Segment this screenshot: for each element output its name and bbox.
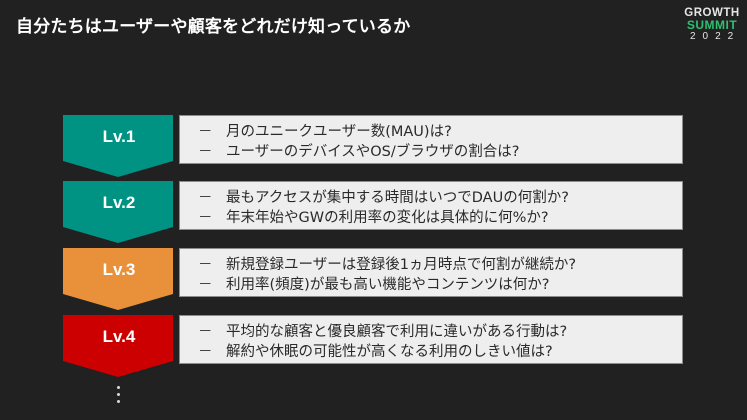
logo-line-year: 2022 [690,31,741,42]
question-text: ユーザーのデバイスやOS/ブラウザの割合は? [226,143,520,160]
level-3-label: Lv.3 [102,260,136,279]
question-item: － 月のユニークユーザー数(MAU)は? [198,120,682,140]
level-1-row: Lv.1 － 月のユニークユーザー数(MAU)は? － ユーザーのデバイスやOS… [63,115,685,179]
dash-bullet: － [198,143,213,160]
level-1-questions: － 月のユニークユーザー数(MAU)は? － ユーザーのデバイスやOS/ブラウザ… [179,115,683,164]
question-text: 解約や休眠の可能性が高くなる利用のしきい値は? [226,343,553,360]
level-1-chevron: Lv.1 [63,115,175,177]
question-text: 新規登録ユーザーは登録後1ヵ月時点で何割が継続か? [226,256,577,273]
question-item: － 最もアクセスが集中する時間はいつでDAUの何割か? [198,186,682,206]
dash-bullet: － [198,209,213,226]
question-item: － 解約や休眠の可能性が高くなる利用のしきい値は? [198,340,682,360]
chevron-arrow-icon [63,248,173,310]
chevron-arrow-icon [63,115,173,177]
dash-bullet: － [198,323,213,340]
level-2-label: Lv.2 [102,193,136,212]
chevron-arrow-icon [63,315,173,377]
chevron-arrow-icon [63,181,173,243]
question-text: 月のユニークユーザー数(MAU)は? [226,123,452,140]
question-text: 年末年始やGWの利用率の変化は具体的に何%か? [226,209,549,226]
level-2-chevron: Lv.2 [63,181,175,243]
question-text: 利用率(頻度)が最も高い機能やコンテンツは何か? [226,276,550,293]
dash-bullet: － [198,276,213,293]
level-3-row: Lv.3 － 新規登録ユーザーは登録後1ヵ月時点で何割が継続か? － 利用率(頻… [63,248,685,312]
level-4-label: Lv.4 [102,327,136,346]
question-item: － 利用率(頻度)が最も高い機能やコンテンツは何か? [198,273,682,293]
level-4-row: Lv.4 － 平均的な顧客と優良顧客で利用に違いがある行動は? － 解約や休眠の… [63,315,685,379]
dash-bullet: － [198,256,213,273]
level-4-chevron: Lv.4 [63,315,175,377]
question-text: 平均的な顧客と優良顧客で利用に違いがある行動は? [226,323,568,340]
level-3-chevron: Lv.3 [63,248,175,310]
logo-line-summit: SUMMIT [686,18,738,32]
level-2-row: Lv.2 － 最もアクセスが集中する時間はいつでDAUの何割か? － 年末年始や… [63,181,685,245]
level-4-questions: － 平均的な顧客と優良顧客で利用に違いがある行動は? － 解約や休眠の可能性が高… [179,315,683,364]
question-item: － 新規登録ユーザーは登録後1ヵ月時点で何割が継続か? [198,253,682,273]
continuation-ellipsis-icon [117,386,121,407]
level-3-questions: － 新規登録ユーザーは登録後1ヵ月時点で何割が継続か? － 利用率(頻度)が最も… [179,248,683,297]
dash-bullet: － [198,123,213,140]
growth-summit-logo: GROWTH SUMMIT 2022 [684,7,740,43]
dash-bullet: － [198,189,213,206]
dash-bullet: － [198,343,213,360]
slide-title: 自分たちはユーザーや顧客をどれだけ知っているか [16,17,411,37]
question-item: － 年末年始やGWの利用率の変化は具体的に何%か? [198,206,682,226]
question-item: － ユーザーのデバイスやOS/ブラウザの割合は? [198,140,682,160]
logo-line-growth: GROWTH [684,7,740,19]
level-2-questions: － 最もアクセスが集中する時間はいつでDAUの何割か? － 年末年始やGWの利用… [179,181,683,230]
question-item: － 平均的な顧客と優良顧客で利用に違いがある行動は? [198,320,682,340]
question-text: 最もアクセスが集中する時間はいつでDAUの何割か? [226,189,569,206]
level-1-label: Lv.1 [102,127,136,146]
